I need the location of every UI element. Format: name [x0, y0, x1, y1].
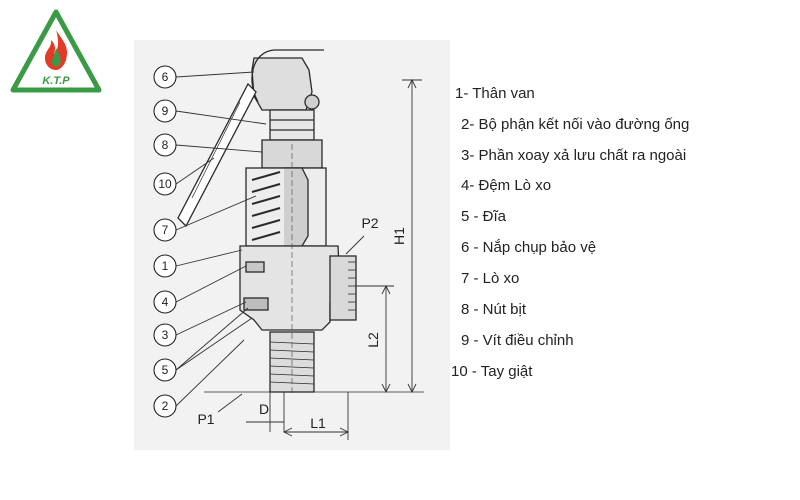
legend-item: 4- Đệm Lò xo — [461, 177, 552, 194]
adjusting-screw — [269, 109, 315, 141]
lever-shade — [191, 101, 241, 199]
legend-item: 6 - Nắp chụp bảo vệ — [461, 239, 597, 256]
callout-number: 8 — [162, 138, 169, 152]
dimension-l2: L2 — [365, 332, 381, 348]
legend-item: 2- Bộ phận kết nối vào đường ống — [461, 116, 690, 133]
callout-numbers: 6 9 8 10 7 1 4 3 5 2 — [158, 70, 172, 413]
legend-item: 1- Thân van — [455, 85, 535, 102]
callout-number: 2 — [162, 399, 169, 413]
dimension-l1: L1 — [310, 415, 326, 431]
legend-item: 5 - Đĩa — [461, 208, 507, 225]
callout-number: 10 — [158, 177, 172, 191]
callout-number: 3 — [162, 328, 169, 342]
callout-number: 7 — [162, 223, 169, 237]
legend-item: 8 - Nút bịt — [461, 301, 527, 318]
disc — [243, 297, 269, 311]
legend-item: 10 - Tay giật — [451, 363, 533, 380]
callout-number: 9 — [162, 104, 169, 118]
valve-body — [239, 245, 341, 331]
flame-inner-icon — [51, 48, 61, 67]
dimension-p1: P1 — [197, 411, 214, 427]
outlet-connection — [329, 255, 357, 321]
dimension-h1: H1 — [391, 227, 407, 245]
spring — [251, 171, 281, 241]
callout-number: 4 — [162, 295, 169, 309]
callout-number: 1 — [162, 259, 169, 273]
legend-item: 9 - Vít điều chỉnh — [461, 332, 574, 349]
spring-washer — [245, 261, 265, 273]
protective-cap — [251, 57, 313, 111]
logo-text: K.T.P — [42, 75, 70, 87]
legend-item: 3- Phần xoay xả lưu chất ra ngoài — [461, 147, 687, 164]
dimension-d: D — [259, 401, 269, 417]
bonnet-hex — [284, 167, 309, 247]
callout-number: 6 — [162, 70, 169, 84]
lift-lever-loop — [251, 49, 275, 103]
cap-knob — [304, 94, 320, 110]
callout-number: 5 — [162, 363, 169, 377]
flame-icon — [45, 30, 68, 70]
dimension-p2: P2 — [361, 215, 378, 231]
valve-diagram: 6 9 8 10 7 1 4 3 5 2 H1 P2 L2 D — [134, 40, 450, 450]
ktp-logo: K.T.P — [10, 9, 102, 93]
legend-item: 7 - Lò xo — [461, 270, 520, 287]
outlet-thread — [348, 261, 356, 311]
